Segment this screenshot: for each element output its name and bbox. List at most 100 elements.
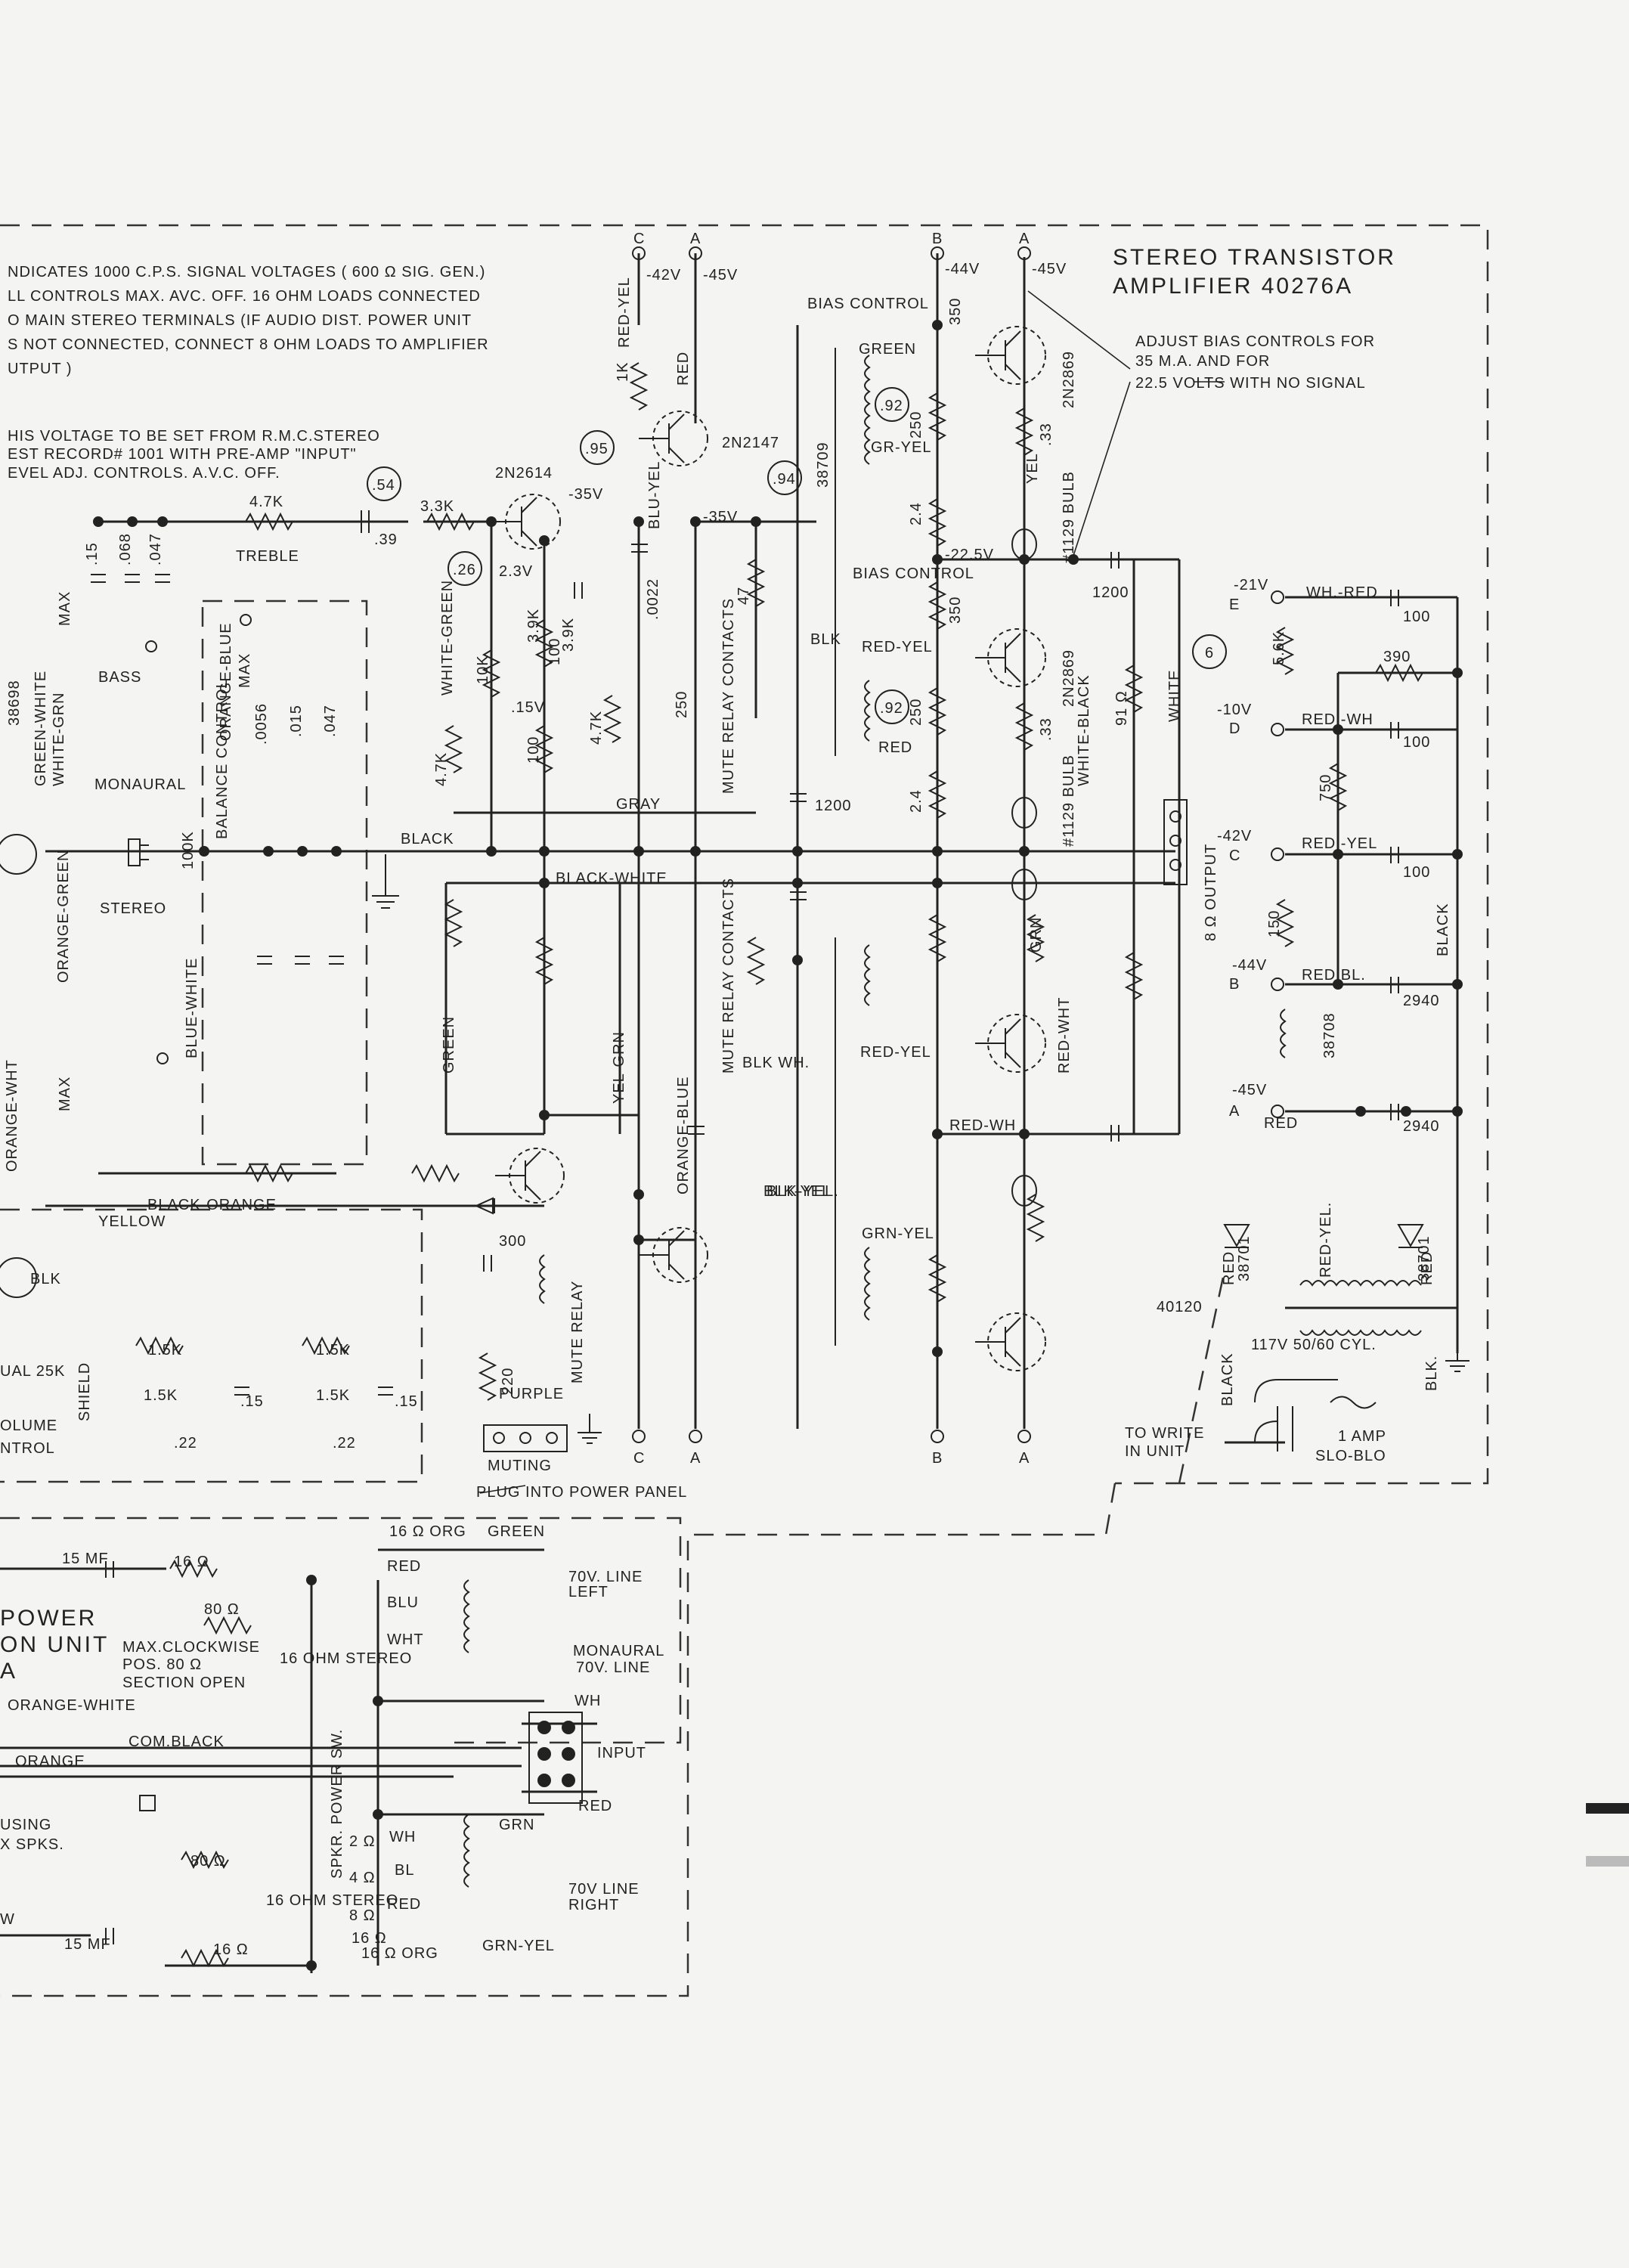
component-value: 10K bbox=[475, 655, 491, 684]
distribution-title: ON UNIT bbox=[0, 1632, 109, 1657]
distribution-label: 80 Ω bbox=[204, 1601, 240, 1618]
component-value: .015 bbox=[288, 705, 305, 737]
voltage-reading: .15V bbox=[511, 699, 545, 716]
wire-label: GRN-YEL bbox=[862, 1225, 934, 1242]
rail-volts: -45V bbox=[1232, 1082, 1267, 1098]
distribution-label: COM.BLACK bbox=[129, 1734, 225, 1750]
component-value: 4.7K bbox=[433, 752, 450, 786]
dual-volume-label: NTROL bbox=[0, 1440, 55, 1457]
bass-label: BASS bbox=[98, 669, 141, 686]
transistors bbox=[491, 326, 1046, 1371]
component-value: 2940 bbox=[1403, 993, 1440, 1009]
distribution-label: 15 MF bbox=[64, 1936, 111, 1953]
component-value: 1.5K bbox=[144, 1387, 178, 1404]
power-supply-outline bbox=[1178, 1269, 1226, 1484]
wire-label: GREEN-WHITE bbox=[33, 671, 49, 786]
max-label: MAX bbox=[57, 1077, 73, 1111]
rail-wire: RED -YEL bbox=[1302, 835, 1377, 852]
wire-label: BLACK bbox=[1435, 903, 1451, 956]
wire-label: YELLOW bbox=[98, 1213, 166, 1230]
transformer-tap: 16 Ω ORG bbox=[389, 1523, 466, 1540]
voltage-reading: .95 bbox=[585, 441, 609, 457]
distribution-label: SPKR. POWER SW. bbox=[329, 1729, 345, 1879]
component-value: 3.3K bbox=[420, 498, 454, 515]
voltage-reading: .26 bbox=[453, 562, 476, 578]
transistor-label: 2N2869 bbox=[1061, 649, 1077, 707]
transformer-label: 38698 bbox=[6, 680, 23, 726]
wire-label: BLK-YEL bbox=[763, 1183, 831, 1200]
wire-label: GREEN bbox=[859, 341, 916, 358]
monaural-label: MONAURAL bbox=[94, 776, 186, 793]
component-value: 1200 bbox=[1092, 584, 1129, 601]
voltage-reading: 2.3V bbox=[499, 563, 533, 580]
component-value: 2940 bbox=[1403, 1118, 1440, 1135]
wire-label: RED-WHT bbox=[1056, 997, 1073, 1074]
distribution-label: SECTION OPEN bbox=[122, 1675, 246, 1691]
signal-wiring bbox=[0, 253, 1459, 1973]
rail-volts: -44V bbox=[1232, 957, 1267, 974]
voltage-reading: .92 bbox=[880, 398, 903, 414]
stereo-label: STEREO bbox=[100, 900, 166, 917]
distribution-label: 16 Ω bbox=[213, 1941, 249, 1958]
line-output: 70V LINE bbox=[568, 1881, 640, 1898]
transformer-tap: 16 Ω bbox=[352, 1930, 387, 1947]
wire-label: RED bbox=[1419, 1251, 1435, 1285]
component-value: 4.7K bbox=[588, 711, 605, 745]
wire-label: BLUE-WHITE bbox=[184, 958, 200, 1058]
level-note-line: HIS VOLTAGE TO BE SET FROM R.M.C.STEREO bbox=[8, 428, 380, 445]
resistors bbox=[135, 362, 1423, 1968]
wire-junctions bbox=[93, 320, 1463, 1971]
rail-terminal: A bbox=[1229, 1103, 1240, 1120]
wire-label: RED bbox=[1221, 1251, 1237, 1285]
amplifier-chassis-outline bbox=[0, 224, 1489, 1997]
distribution-label: W bbox=[0, 1911, 15, 1928]
wire-label: RED bbox=[878, 739, 912, 756]
voltage-note-line: S NOT CONNECTED, CONNECT 8 OHM LOADS TO … bbox=[8, 336, 489, 353]
fuse-label: SLO-BLO bbox=[1315, 1448, 1386, 1464]
wire-label: ORANGE-GREEN bbox=[55, 850, 72, 983]
component-value: .33 bbox=[1038, 717, 1055, 741]
rail-wire: RED BL. bbox=[1302, 967, 1366, 984]
component-value: 300 bbox=[499, 1233, 526, 1250]
component-value: 100 bbox=[1403, 864, 1430, 881]
transformer-tap: GRN bbox=[499, 1817, 534, 1833]
transformer-tap: RED bbox=[578, 1798, 612, 1814]
terminal-labels: C A B A C A B A -42V -45V -44V -45V bbox=[633, 231, 1067, 1467]
component-value: 2.4 bbox=[908, 502, 924, 525]
component-value: 350 bbox=[947, 596, 964, 624]
component-value: 1.5K bbox=[148, 1342, 182, 1359]
input-label: INPUT bbox=[597, 1745, 646, 1761]
line-output: LEFT bbox=[568, 1584, 609, 1600]
supply-label: -45V bbox=[1032, 261, 1067, 277]
component-value: 5.6K bbox=[1271, 631, 1287, 665]
component-value: 100 bbox=[1403, 609, 1430, 625]
component-value: 3.9K bbox=[560, 618, 577, 652]
component-value: 1.5K bbox=[316, 1387, 350, 1404]
transformer-label: 38709 bbox=[815, 442, 832, 488]
wire-label: RED-WH bbox=[949, 1117, 1016, 1134]
transformer-tap: WH bbox=[574, 1693, 601, 1709]
transformer-tap: BLU bbox=[387, 1594, 419, 1611]
terminal-label: B bbox=[932, 1450, 943, 1467]
wire-color-labels: RED-YEL RED BLU-YEL GREEN GR-YEL YEL RED… bbox=[4, 277, 1183, 1402]
lamp-bulbs bbox=[1011, 528, 1037, 1207]
component-value: 1K bbox=[615, 362, 631, 382]
terminal-label: A bbox=[1019, 231, 1030, 247]
terminal-label: A bbox=[690, 1450, 701, 1467]
transformers bbox=[463, 348, 1422, 1888]
dual-volume-label: OLUME bbox=[0, 1418, 57, 1434]
title-line-2: AMPLIFIER 40276A bbox=[1113, 274, 1353, 299]
line-output: RIGHT bbox=[568, 1897, 619, 1913]
voltage-reading: -22.5V bbox=[945, 547, 994, 563]
transformer-tap: BL bbox=[395, 1862, 414, 1879]
voltage-reading: -35V bbox=[568, 486, 603, 503]
rail-terminal: B bbox=[1229, 976, 1240, 993]
distribution-label: 80 Ω bbox=[190, 1853, 226, 1870]
transformer-tap: 4 Ω bbox=[349, 1870, 376, 1886]
wire-label: BLU-YEL bbox=[646, 461, 663, 529]
terminals bbox=[145, 246, 1284, 1804]
component-value: 100 bbox=[1403, 734, 1430, 751]
line-output: 70V. LINE bbox=[576, 1659, 650, 1676]
transformer-tap: 2 Ω bbox=[349, 1833, 376, 1850]
diode-label: 38701 bbox=[1236, 1235, 1253, 1281]
